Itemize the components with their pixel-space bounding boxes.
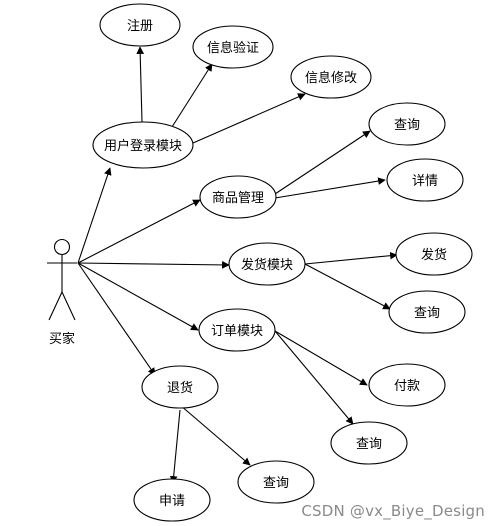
edge-product-query [274, 130, 371, 195]
node-refund-query: 查询 [237, 460, 315, 504]
node-pay: 付款 [368, 363, 446, 407]
node-info-verify: 信息验证 [192, 25, 274, 69]
node-ship-query-label: 查询 [414, 306, 440, 321]
watermark: CSDN @vx_Biye_Design [301, 502, 485, 520]
node-pay-label: 付款 [394, 379, 420, 394]
node-ship-label: 发货 [421, 247, 447, 263]
actor-buyer: 买家 [47, 238, 77, 347]
edge-login-register [136, 46, 145, 123]
edge-actor-refund [77, 262, 156, 376]
node-info-modify-label: 信息修改 [305, 70, 357, 86]
node-product-mgmt: 商品管理 [199, 175, 277, 219]
node-apply-label: 申请 [159, 494, 185, 509]
node-shipping: 发货模块 [228, 242, 306, 286]
edges [77, 46, 398, 484]
node-product-query: 查询 [368, 102, 446, 146]
actor-left-leg [48, 291, 63, 321]
edge-actor-product [77, 199, 201, 264]
node-order: 订单模块 [198, 308, 276, 352]
node-refund-label: 退货 [167, 380, 193, 396]
node-login: 用户登录模块 [92, 121, 194, 169]
node-refund: 退货 [141, 365, 219, 409]
edge-product-detail [274, 177, 386, 199]
edge-login-info-verify [171, 63, 213, 128]
edge-refund-query [179, 404, 251, 466]
node-product-detail: 详情 [386, 158, 464, 202]
node-info-verify-label: 信息验证 [207, 40, 259, 56]
actor-head [53, 238, 71, 256]
node-shipping-label: 发货模块 [241, 257, 293, 273]
node-register-label: 注册 [127, 19, 153, 34]
edge-order-query [274, 330, 354, 425]
edge-shipping-ship [304, 251, 398, 265]
node-order-label: 订单模块 [211, 324, 263, 339]
edge-actor-login [77, 167, 112, 264]
edge-login-info-modify [192, 93, 306, 144]
node-info-modify: 信息修改 [290, 55, 372, 99]
node-product-mgmt-label: 商品管理 [212, 191, 264, 206]
node-order-query: 查询 [330, 421, 408, 465]
node-ship-query: 查询 [388, 290, 466, 334]
node-ship: 发货 [395, 232, 473, 276]
edge-order-pay [274, 330, 368, 386]
node-apply: 申请 [133, 478, 211, 522]
edge-refund-apply [169, 409, 181, 484]
node-refund-query-label: 查询 [263, 476, 289, 491]
node-product-query-label: 查询 [394, 118, 420, 133]
node-order-query-label: 查询 [356, 437, 382, 452]
node-product-detail-label: 详情 [412, 174, 438, 189]
node-login-label: 用户登录模块 [104, 138, 182, 154]
edge-shipping-query [304, 263, 391, 310]
actor-label: 买家 [49, 331, 75, 347]
actor-right-leg [61, 291, 76, 321]
edge-actor-order [77, 262, 199, 331]
edge-actor-shipping [77, 261, 230, 269]
node-register: 注册 [99, 3, 181, 47]
